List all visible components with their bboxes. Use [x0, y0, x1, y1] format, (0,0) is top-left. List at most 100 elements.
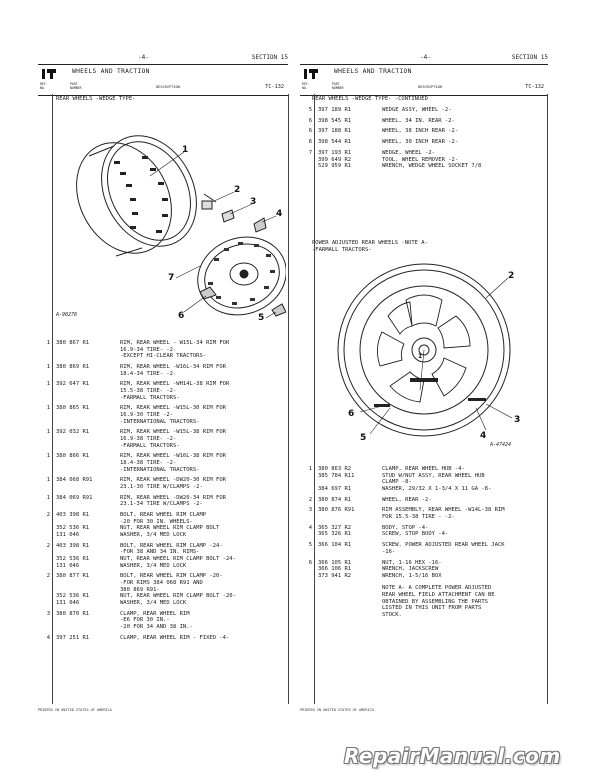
ref-number: 1 [46, 429, 50, 436]
callout-3: 3 [250, 197, 256, 207]
ref-no-header: REF.NO. [302, 82, 310, 90]
part-number: 365 326 R1 [318, 531, 352, 538]
part-number: 385 784 R11 [318, 472, 355, 479]
power-adjusted-wheel-figure: 1 2 3 4 5 6 A-47424 [337, 263, 520, 448]
description-header: DESCRIPTION [156, 85, 180, 89]
part-description: RIM, REAR WHEEL -DW20-34 RIM FOR [120, 494, 226, 501]
part-number: 352 536 R1 [56, 525, 90, 532]
group-heading: POWER ADJUSTED REAR WHEELS -NOTE A- [312, 240, 428, 246]
part-description: RIM, REAR WHEEL -DW20-30 RIM FOR [120, 477, 226, 484]
part-number: 398 544 R1 [318, 139, 352, 146]
ref-number: 6 [308, 117, 312, 124]
ref-no-header: REF.NO. [40, 82, 48, 90]
part-number: 529 959 R1 [318, 163, 352, 170]
part-description: RIM, REAR WHEEL -W16L-38 RIM FOR [120, 453, 226, 460]
page-number: -4- [138, 54, 149, 61]
part-number: 392 032 R1 [56, 429, 90, 436]
ref-number: 1 [46, 381, 50, 388]
part-description: WASHER, 3/4 MED LOCK [120, 562, 187, 569]
part-number: 397 188 R1 [318, 128, 352, 135]
left-page: -4- SECTION 15 WHEELS AND TRACTION REF.N… [38, 54, 289, 712]
callout-5: 5 [360, 433, 366, 443]
part-description: CLAMP, REAR WHEEL RIM - FIXED -4- [120, 634, 230, 641]
part-description: RIM, REAR WHEEL -W15L-38 RIM FOR [120, 429, 226, 436]
ref-number: 1 [46, 364, 50, 370]
part-description: 18.4-34 TIRE- -2- [120, 370, 177, 377]
catalog-code: TC-132 [525, 84, 544, 90]
callout-3: 3 [514, 415, 520, 425]
part-description: REAR WHEELS -WEDGE TYPE- -CONTINUED [312, 96, 428, 102]
ih-logo-icon [42, 69, 56, 79]
footer-text: PRINTED IN UNITED STATES OF AMERICA [300, 708, 374, 712]
part-description: NUT, REAR WHEEL RIM CLAMP BOLT -24- [120, 556, 236, 562]
footer-text: PRINTED IN UNITED STATES OF AMERICA [38, 708, 112, 712]
part-number: 380 874 R1 [318, 496, 352, 503]
part-number: 380 876 R91 [318, 507, 355, 514]
part-number: 366 105 R1 [318, 559, 352, 566]
part-description: 18.4-38 TIRE- -2- [120, 460, 177, 466]
part-description: RIM, REAR WHEEL -W15L-30 RIM FOR [120, 405, 226, 412]
part-description: SCREW, POWER ADJUSTED REAR WHEEL JACK [382, 542, 505, 549]
part-description: TOOL, WHEEL REMOVER -2- [382, 156, 459, 163]
ref-number: 2 [308, 496, 312, 503]
callout-6: 6 [348, 409, 354, 419]
part-description: RIM ASSEMBLY, REAR WHEEL -W14L-38 RIM [382, 507, 505, 514]
ref-number: 2 [46, 542, 50, 549]
part-description: 16.9-30 TIRE -2- [120, 412, 173, 418]
part-description: -FARMALL TRACTORS- [120, 442, 180, 449]
note-text: NOTE A- A COMPLETE POWER ADJUSTED [382, 585, 492, 592]
part-number: 403 398 R1 [56, 512, 90, 519]
ref-number: 1 [46, 494, 50, 501]
part-description: WASHER, 29/32 X 1-3/4 X 11 GA -8- [382, 485, 492, 492]
part-number: 397 189 R1 [318, 106, 352, 113]
section-title: WHEELS AND TRACTION [334, 68, 412, 75]
part-description: RIM, REAR WHEEL -W16L-34 RIM FOR [120, 364, 226, 370]
figure-id: A-90278 [55, 312, 77, 318]
part-number: 366 104 R1 [318, 542, 352, 549]
note-text: STOCK. [382, 611, 402, 618]
part-description: 23.1-30 TIRE W/CLAMPS -2- [120, 484, 203, 490]
ref-number: 6 [308, 139, 312, 146]
part-number: 384 697 R1 [318, 485, 352, 492]
right-page: -4- SECTION 15 WHEELS AND TRACTION REF.N… [300, 54, 548, 712]
part-number: 403 398 R1 [56, 542, 90, 549]
part-number: 399 649 R2 [318, 156, 352, 163]
callout-7: 7 [168, 273, 174, 283]
ref-number: 6 [308, 559, 312, 566]
part-description: -20 FOR 30 IN. WHEELS- [120, 518, 193, 525]
figure-id: A-47424 [489, 442, 511, 448]
part-description: 23.1-34 TIRE W/CLAMPS -2- [120, 501, 203, 508]
part-number: 397 193 R1 [318, 150, 352, 156]
part-number: 380 877 R1 [56, 573, 90, 580]
ref-number: 3 [308, 507, 312, 514]
part-description: CLAMP, REAR WHEEL HUB -4- [382, 466, 465, 472]
part-description: NUT, 1-16 HEX -16- [382, 559, 442, 566]
ih-logo-icon [304, 69, 318, 79]
page-number: -4- [420, 54, 431, 61]
part-description: WHEEL, REAR -2- [382, 496, 432, 503]
part-description: -EXCEPT HI-CLEAR TRACTORS- [120, 353, 207, 360]
part-description: WRENCH, WEDGE WHEEL SOCKET 7/8 [382, 163, 482, 170]
part-description: RIM, REAR WHEEL -WH14L-38 RIM FOR [120, 381, 230, 388]
description-header: DESCRIPTION [418, 85, 442, 89]
part-description: STUD W/NUT ASSY, REAR WHEEL HUB [382, 472, 485, 479]
part-description: WASHER, 3/4 MED LOCK [120, 532, 187, 538]
section-title: WHEELS AND TRACTION [72, 68, 150, 75]
catalog-code: TC-132 [265, 84, 284, 90]
ref-number: 1 [46, 405, 50, 412]
part-description: -FOR 38 AND 34 IN. RIMS- [120, 549, 200, 556]
part-number: 397 251 R1 [56, 634, 90, 641]
ref-number: 2 [46, 573, 50, 580]
part-number: 131 046 [56, 562, 80, 569]
part-number: 398 545 R1 [318, 117, 352, 124]
part-number: 384 068 R91 [56, 477, 93, 484]
callout-1: 1 [182, 145, 188, 155]
group-subheading: -FARMALL TRACTORS- [312, 246, 372, 253]
part-description: -E6 FOR 30 IN.- [120, 617, 170, 624]
part-description: WRENCH, 1-5/16 BOX [382, 572, 442, 579]
callout-2: 2 [234, 185, 240, 195]
part-description: 16.9-38 TIRE- -2- [120, 436, 177, 442]
